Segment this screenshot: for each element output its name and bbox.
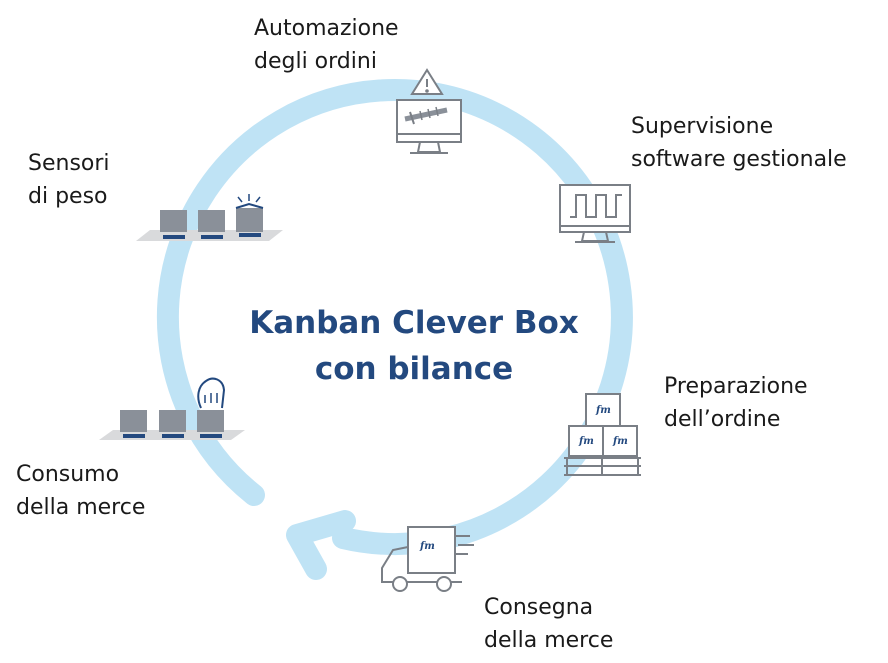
diagram-title-line2: con bilance [314,351,514,387]
label-line: Automazione [254,16,399,41]
label-automazione: Automazione degli ordini [254,12,399,78]
pallet-boxes-icon [564,393,641,476]
label-line: software gestionale [631,147,847,172]
monitor-warning-screw-icon [396,68,462,154]
label-line: dell’ordine [664,407,781,432]
label-line: della merce [484,628,614,653]
monitor-signal-icon [559,184,631,243]
label-line: Consumo [16,462,120,487]
label-preparazione: Preparazione dell’ordine [664,370,808,436]
diagram-title-line1: Kanban Clever Box [249,305,579,341]
shelf-hand-pick-icon [99,377,245,440]
box-logo: fm [578,436,594,447]
label-line: Sensori [28,151,110,176]
label-supervisione: Supervisione software gestionale [631,110,847,176]
box-logo: fm [612,436,628,447]
label-consumo: Consumo della merce [16,458,145,524]
cycle-ring [156,79,633,555]
label-line: Supervisione [631,114,774,139]
cycle-arrow-head [286,510,356,580]
delivery-truck-icon [381,526,474,592]
box-logo: fm [595,405,611,416]
truck-logo: fm [419,541,435,552]
label-line: Consegna [484,595,594,620]
label-line: Preparazione [664,374,808,399]
label-sensori: Sensori di peso [28,147,110,213]
shelf-weight-sensor-icon [136,194,283,241]
label-line: degli ordini [254,49,377,74]
diagram-title: Kanban Clever Box con bilance [214,300,614,392]
label-line: della merce [16,495,146,520]
label-consegna: Consegna della merce [484,591,613,657]
label-line: di peso [28,184,108,209]
